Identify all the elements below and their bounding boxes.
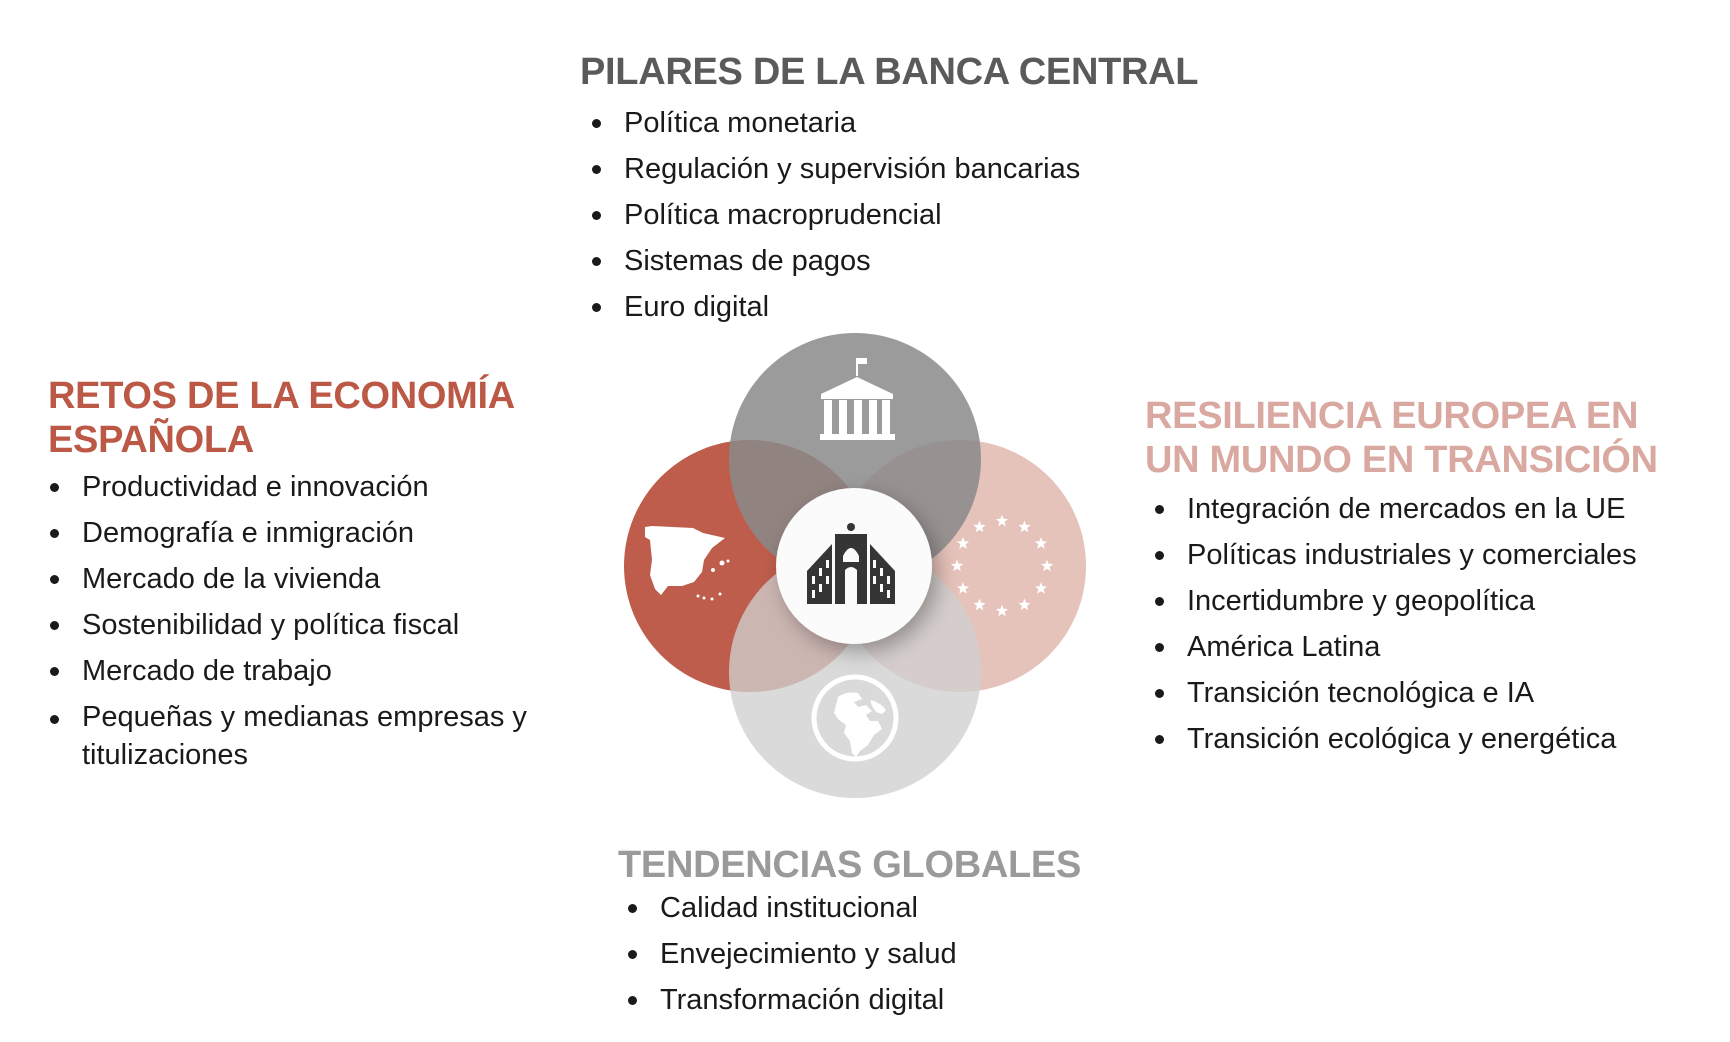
star-icon xyxy=(995,514,1009,527)
europe-heading-line2: UN MUNDO EN TRANSICIÓN xyxy=(1145,439,1658,481)
list-item: Incertidumbre y geopolítica xyxy=(1153,578,1658,624)
list-item: Mercado de la vivienda xyxy=(48,556,572,602)
list-item: Transformación digital xyxy=(626,977,1081,1023)
list-item: Política macroprudencial xyxy=(590,192,1198,238)
global-section: TENDENCIAS GLOBALES Calidad instituciona… xyxy=(618,843,1081,1023)
list-item: Demografía e inmigración xyxy=(48,510,572,556)
star-icon xyxy=(956,537,970,549)
star-icon xyxy=(973,598,986,611)
list-item: América Latina xyxy=(1153,624,1658,670)
star-icon xyxy=(1040,559,1054,572)
pillars-list: Política monetaria Regulación y supervis… xyxy=(590,100,1198,330)
star-icon xyxy=(956,582,970,594)
bank-building-icon xyxy=(820,358,895,440)
spain-heading-line2: ESPAÑOLA xyxy=(48,419,254,461)
list-item: Pequeñas y medianas empresas y titulizac… xyxy=(48,694,572,774)
europe-heading: RESILIENCIA EUROPEA EN UN MUNDO EN TRANS… xyxy=(1145,394,1658,482)
list-item: Sostenibilidad y política fiscal xyxy=(48,602,572,648)
europe-list: Integración de mercados en la UE Polític… xyxy=(1153,486,1658,762)
globe-icon xyxy=(811,674,899,762)
star-icon xyxy=(1034,537,1048,549)
spain-list: Productividad e innovación Demografía e … xyxy=(48,464,572,774)
star-icon xyxy=(950,559,964,572)
list-item: Política monetaria xyxy=(590,100,1198,146)
list-item: Integración de mercados en la UE xyxy=(1153,486,1658,532)
list-item: Políticas industriales y comerciales xyxy=(1153,532,1658,578)
spain-heading-line1: RETOS DE LA ECONOMÍA xyxy=(48,375,515,417)
spain-map-icon xyxy=(645,526,730,601)
list-item: Regulación y supervisión bancarias xyxy=(590,146,1198,192)
global-list: Calidad institucional Envejecimiento y s… xyxy=(626,885,1081,1023)
list-item: Transición ecológica y energética xyxy=(1153,716,1658,762)
list-item: Productividad e innovación xyxy=(48,464,572,510)
list-item: Euro digital xyxy=(590,284,1198,330)
global-heading: TENDENCIAS GLOBALES xyxy=(618,844,1081,886)
list-item: Envejecimiento y salud xyxy=(626,931,1081,977)
europe-heading-line1: RESILIENCIA EUROPEA EN xyxy=(1145,395,1639,437)
spain-section: RETOS DE LA ECONOMÍA ESPAÑOLA Productivi… xyxy=(48,374,572,774)
spain-heading: RETOS DE LA ECONOMÍA ESPAÑOLA xyxy=(48,374,572,462)
eu-stars-icon xyxy=(950,514,1054,617)
star-icon xyxy=(995,604,1009,617)
building-windows xyxy=(812,560,890,598)
star-icon xyxy=(1034,582,1048,594)
list-item: Mercado de trabajo xyxy=(48,648,572,694)
list-item: Sistemas de pagos xyxy=(590,238,1198,284)
star-icon xyxy=(973,520,986,533)
star-icon xyxy=(1018,520,1031,533)
list-item: Transición tecnológica e IA xyxy=(1153,670,1658,716)
star-icon xyxy=(1018,598,1031,611)
pillars-section: PILARES DE LA BANCA CENTRAL Política mon… xyxy=(580,50,1199,330)
pillars-heading: PILARES DE LA BANCA CENTRAL xyxy=(580,51,1199,93)
europe-section: RESILIENCIA EUROPEA EN UN MUNDO EN TRANS… xyxy=(1145,394,1658,762)
list-item: Calidad institucional xyxy=(626,885,1081,931)
